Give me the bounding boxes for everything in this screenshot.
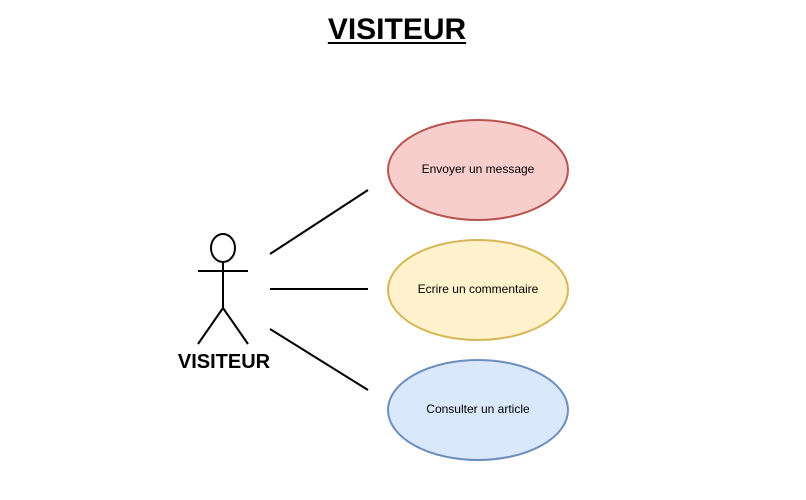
use-case-ellipse-consulter[interactable] (387, 359, 569, 461)
association-line-3[interactable] (269, 328, 369, 391)
use-case-ellipse-ecrire[interactable] (387, 239, 569, 341)
actor-left-leg (197, 307, 224, 345)
actor-label: VISITEUR (177, 351, 271, 373)
actor-right-leg (222, 307, 249, 345)
page-title: VISITEUR (327, 13, 467, 46)
actor-head (210, 233, 236, 263)
use-case-label-envoyer: Envoyer un message (421, 162, 535, 176)
association-line-1[interactable] (269, 189, 369, 255)
use-case-ellipse-envoyer[interactable] (387, 119, 569, 221)
use-case-label-ecrire: Ecrire un commentaire (417, 282, 539, 296)
use-case-label-consulter: Consulter un article (426, 402, 530, 416)
actor-figure[interactable] (197, 233, 249, 345)
